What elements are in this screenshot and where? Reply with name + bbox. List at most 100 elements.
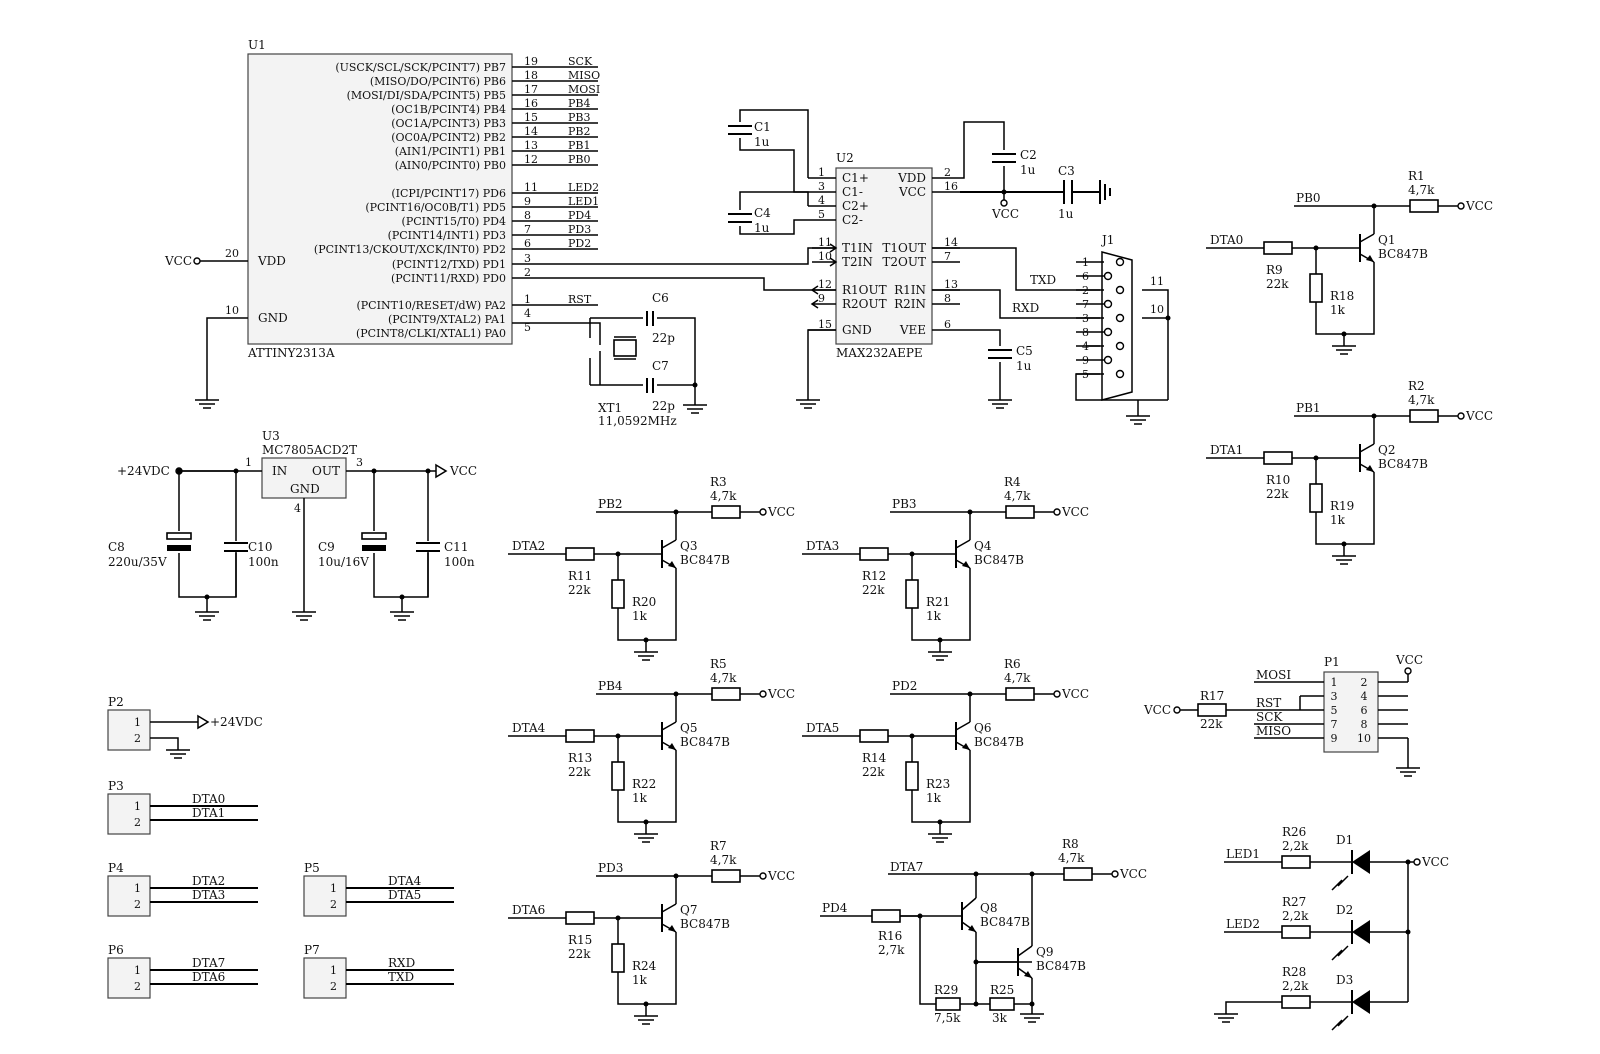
c2-val: 1u (1020, 163, 1036, 177)
driver-emitter-arrow (962, 561, 970, 568)
c4-wires (739, 191, 809, 235)
u1-pin-name: (OC1A/PCINT3) PB3 (391, 117, 506, 130)
c5-wires (960, 329, 1001, 400)
p1-net-sck: SCK (1256, 710, 1283, 724)
driver-shunt-resistor (1309, 483, 1323, 513)
c1-wires (739, 109, 809, 193)
u2-left-pin-num: 5 (818, 208, 825, 221)
u1-pin-name: (PCINT16/OC0B/T1) PD5 (365, 201, 506, 214)
input-cap-wires (178, 470, 237, 612)
u2-left-pin-name: T2IN (842, 255, 873, 269)
connector-pin-2: 2 (330, 980, 337, 993)
driver-shunt-resistor (611, 579, 625, 609)
connector-pin-2: 2 (134, 898, 141, 911)
driver-shunt-resistor (905, 579, 919, 609)
driver-ctrl-net: PD3 (598, 861, 623, 875)
led-diode-body (1352, 920, 1370, 944)
u1-pin-num: 12 (524, 153, 538, 166)
u3-in: IN (272, 464, 287, 478)
u1-pin-num: 4 (524, 307, 531, 320)
u2-right-pin-name: VCC (898, 185, 926, 199)
driver-input-net: DTA1 (1210, 443, 1243, 457)
u2-left-pin-name: C1+ (842, 171, 869, 185)
j1-shell (1101, 251, 1133, 401)
u2-right-pin-name: VEE (899, 323, 926, 337)
driver-shunt-ref: R20 (632, 595, 656, 609)
driver-base-resistor (1263, 241, 1293, 255)
driver-ctrl-net: PB3 (892, 497, 917, 511)
connector-pin-1: 1 (134, 716, 141, 729)
led-resistor (1281, 855, 1311, 869)
u1-pin-num: 13 (524, 139, 538, 152)
driver-vcc-terminal (1457, 412, 1465, 420)
u3-regulator: U3 MC7805ACD2T IN OUT GND 1 3 4 +24VDC V… (108, 429, 477, 621)
driver-stages: PB0VCCR14,7kDTA0R922kR181kQ1BC847BPB1VCC… (508, 169, 1493, 1025)
u2-left-pin-name: T1IN (842, 241, 873, 255)
p1-body (1323, 671, 1379, 753)
driver-vcc-net: VCC (1061, 505, 1089, 519)
p1-vcc-net: VCC (1395, 653, 1423, 667)
r17-ref: R17 (1200, 689, 1224, 703)
r8-body (1063, 867, 1093, 881)
u3-vcc-net: VCC (449, 464, 477, 478)
u2-right-pin-num: 16 (944, 180, 958, 193)
c11-val: 100n (444, 555, 475, 569)
p1-ref: P1 (1324, 655, 1340, 669)
led-resistor-val: 2,2k (1282, 839, 1309, 853)
p1-pin-num: 5 (1331, 704, 1338, 717)
driver-transistor-part: BC847B (974, 735, 1024, 749)
driver-emitter-arrow (1366, 255, 1374, 262)
u1-pin-net: PB2 (568, 125, 590, 138)
driver-pullup-resistor (711, 505, 741, 519)
q8-ctrl-net: DTA7 (890, 860, 923, 874)
driver-transistor-collector (955, 539, 971, 549)
driver-pullup-val: 4,7k (1408, 183, 1435, 197)
connectors: P212+24VDCP312DTA0DTA1P412DTA2DTA3P512DT… (107, 695, 454, 999)
j1-txd: TXD (1030, 273, 1056, 287)
r29-body (935, 997, 961, 1011)
c11-ref: C11 (444, 540, 468, 554)
driver-base-val: 22k (1266, 487, 1289, 501)
c9-plate-neg (362, 545, 386, 551)
q9-transistor (976, 945, 1033, 979)
led-ref: D3 (1336, 973, 1353, 987)
c5-ref: C5 (1016, 344, 1033, 358)
connector-net-2: DTA6 (192, 970, 225, 984)
u1-pin-name: (PCINT12/TXD) PD1 (392, 258, 506, 271)
driver-ctrl-net: PD2 (892, 679, 917, 693)
j1-pin-contact (1115, 257, 1125, 267)
driver-transistor-ref: Q6 (974, 721, 991, 735)
driver-transistor-ref: Q3 (680, 539, 697, 553)
driver-base-resistor (859, 547, 889, 561)
q8-transistor (961, 897, 977, 933)
driver-pullup-resistor (1005, 505, 1035, 519)
u2-body (835, 167, 933, 345)
u2-gnd-wire (807, 329, 836, 400)
driver-transistor-part: BC847B (680, 917, 730, 931)
led-ref: D2 (1336, 903, 1353, 917)
driver-shunt-val: 1k (926, 791, 942, 805)
driver-shunt-ref: R18 (1330, 289, 1354, 303)
u1-gnd-wire (206, 317, 248, 400)
u1-vdd-label: VDD (257, 254, 286, 268)
c7-val: 22p (652, 399, 675, 413)
u3-out: OUT (312, 464, 340, 478)
led-resistor-ref: R28 (1282, 965, 1306, 979)
c5-val: 1u (1016, 359, 1032, 373)
u1-pin-num: 15 (524, 111, 538, 124)
driver-shunt-val: 1k (632, 973, 648, 987)
p1-net-rst: RST (1256, 696, 1281, 710)
driver-base-resistor (565, 729, 595, 743)
led-junction (1405, 929, 1411, 935)
u1-pin-num: 1 (524, 293, 531, 306)
xt1-val: 11,0592MHz (598, 414, 677, 428)
driver-input-net: DTA0 (1210, 233, 1243, 247)
driver-shunt-ref: R22 (632, 777, 656, 791)
driver-shunt-val: 1k (1330, 303, 1346, 317)
